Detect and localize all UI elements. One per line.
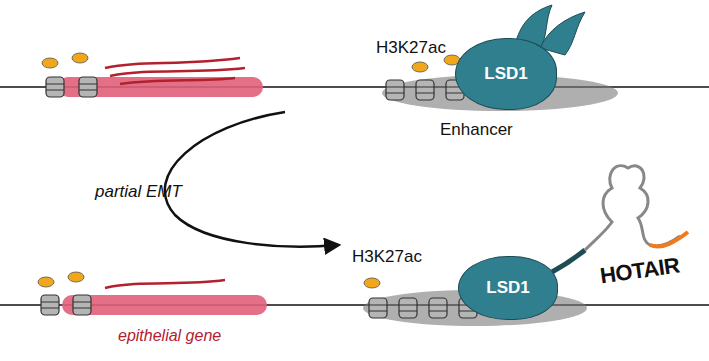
gene-label: epithelial gene [118, 327, 221, 345]
protein-name: LSD1 [484, 64, 527, 84]
protein-blob: LSD1 [455, 38, 557, 110]
transition-arrow [165, 112, 338, 247]
protein-name: LSD1 [486, 278, 529, 298]
rna-structure [585, 166, 680, 250]
gene-body [58, 77, 263, 97]
mark-label: H3K27ac [352, 247, 422, 267]
rna-label: HOTAIR [599, 253, 682, 290]
region-label: Enhancer [440, 120, 513, 140]
mark-label: H3K27ac [376, 38, 446, 58]
protein-blob: LSD1 [458, 256, 558, 320]
process-label: partial EMT [95, 182, 182, 202]
